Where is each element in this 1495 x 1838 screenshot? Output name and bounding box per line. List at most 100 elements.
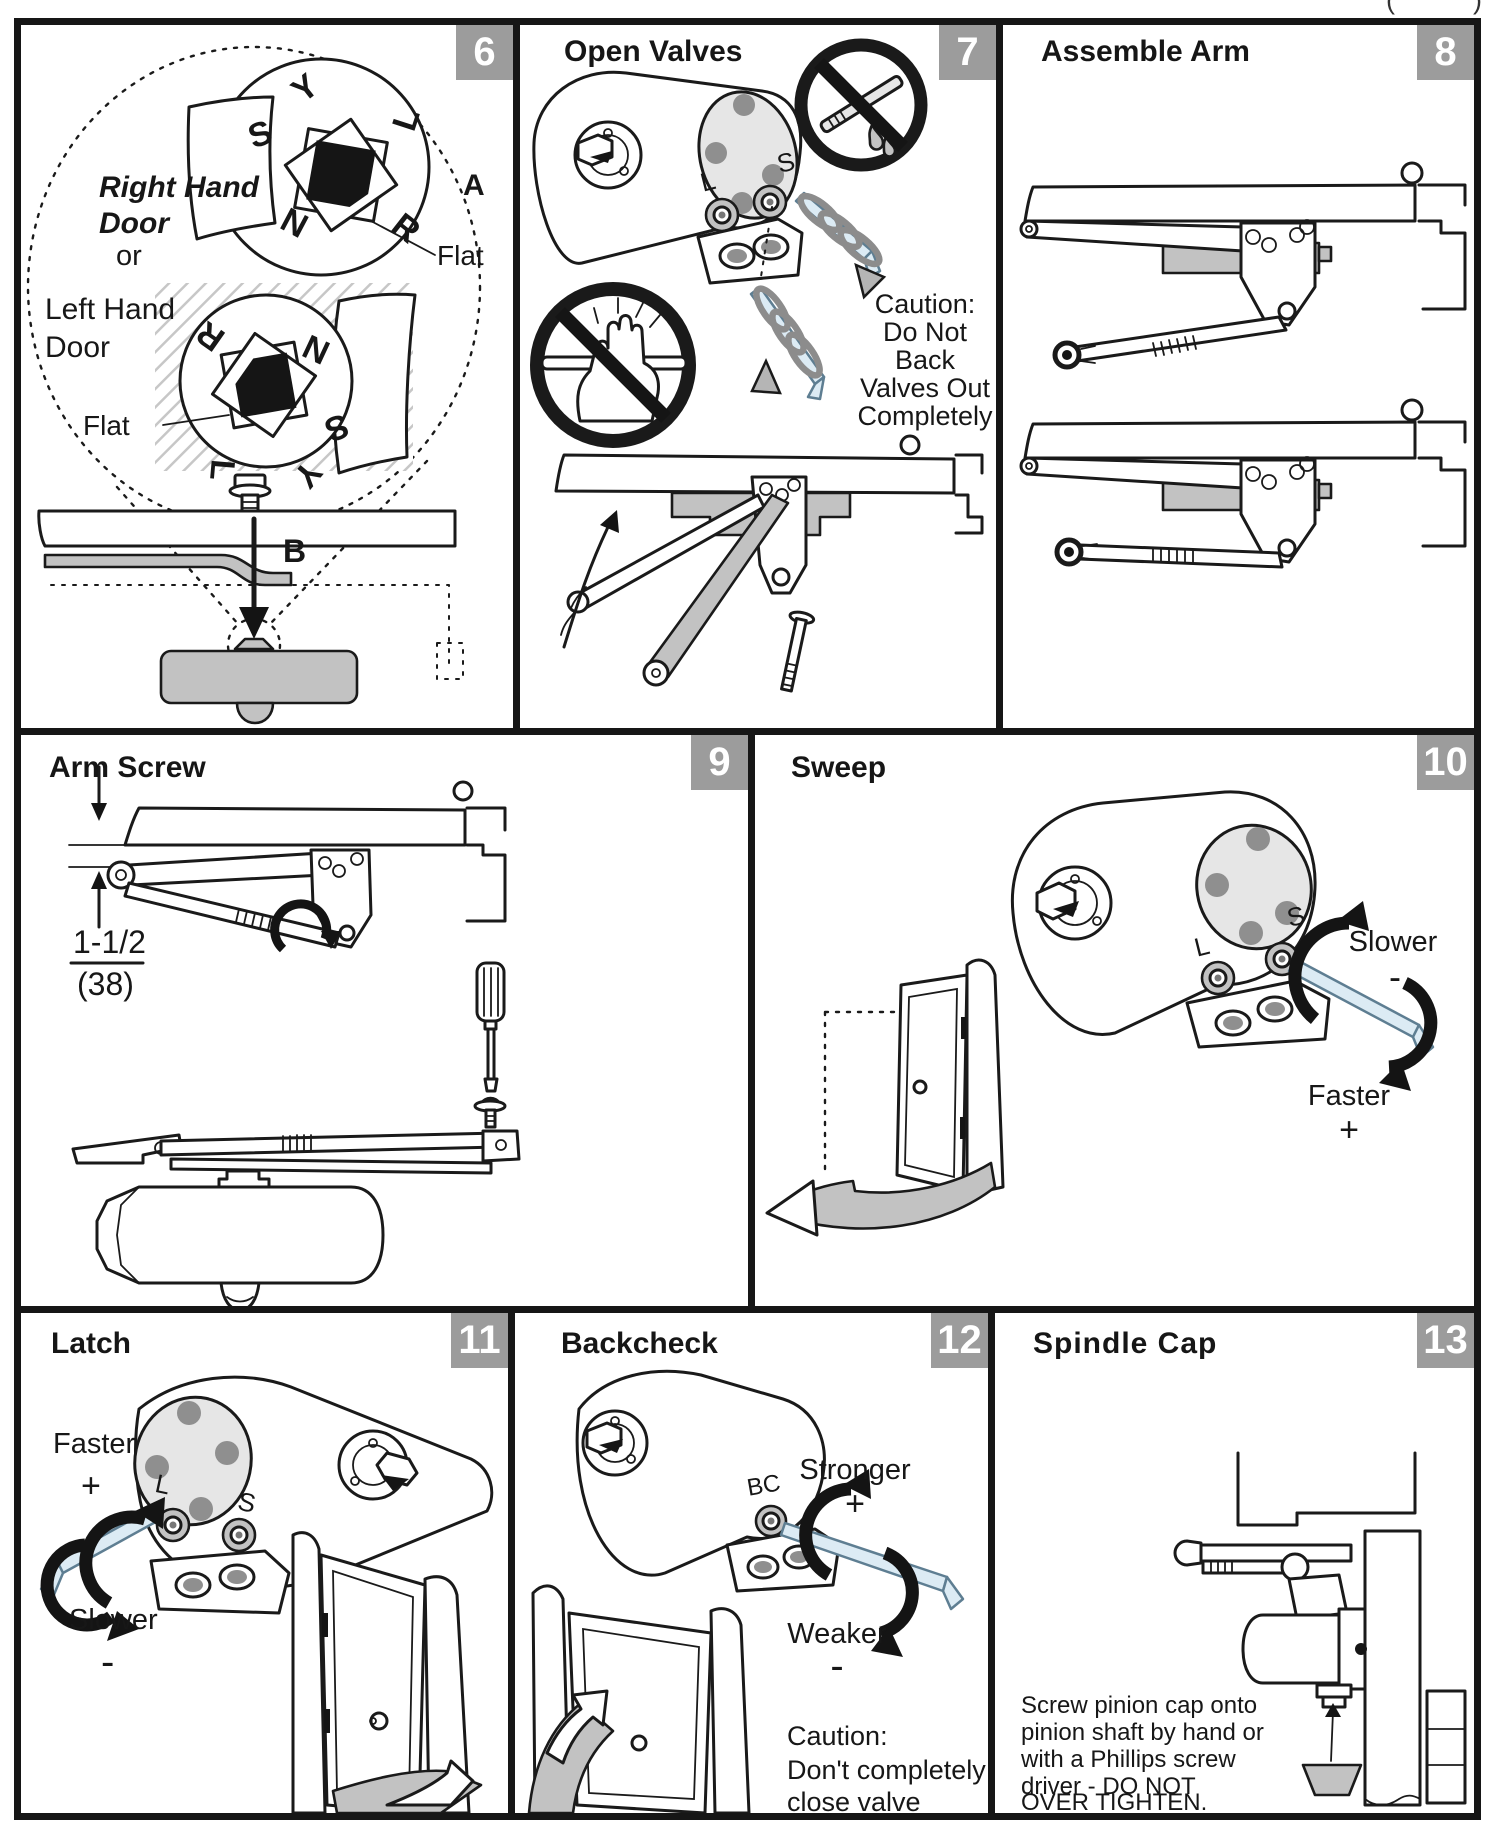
spindle-nub (233, 637, 275, 651)
frame-mount-diagram (37, 473, 464, 725)
valve-label-l: L (1191, 930, 1212, 963)
sweep-arrowhead (545, 1689, 609, 1765)
forearm (1077, 543, 1284, 569)
door-knob (630, 1734, 648, 1752)
left-hand-label-2: Door (45, 331, 110, 364)
hex-key-icon (749, 285, 826, 401)
sweep-arrowhead (765, 1179, 819, 1237)
caution-line: Back (895, 345, 956, 375)
turn-arrow-ccw (799, 1482, 852, 1581)
caution-line: Completely (857, 401, 993, 431)
faster-label: Faster (53, 1428, 136, 1460)
wall (965, 958, 1005, 1197)
right-hand-label-2: Door (99, 207, 171, 240)
note-line: with a Phillips screw (1020, 1746, 1236, 1773)
faster-label: Faster (1308, 1080, 1391, 1112)
wall (709, 1607, 751, 1813)
turn-arrow-ccw (79, 1510, 147, 1609)
step-panel-9: Arm Screw 1-1/2 (38) (14, 728, 755, 1313)
panel-title: Backcheck (561, 1327, 718, 1360)
valve-label-bc: BC (745, 1469, 783, 1501)
valve-label-l: L (153, 1468, 173, 1500)
door-knob (912, 1079, 928, 1095)
swing-arrow (562, 525, 610, 649)
step-panel-11: Latch L S (14, 1306, 515, 1820)
dimension-inches: 1-1/2 (73, 924, 146, 960)
frame-rail (37, 509, 457, 548)
door-illustration (527, 1584, 751, 1813)
slower-label: Slower (1349, 926, 1438, 958)
frame-rail (554, 453, 956, 495)
forearm (1073, 315, 1288, 363)
spindle-flat-square (235, 352, 297, 418)
callout-a: A (463, 169, 485, 202)
closer-body (159, 649, 359, 705)
turn-arrow-cw (40, 1538, 115, 1632)
stronger-sign: + (845, 1485, 865, 1523)
handing-diagram: Y L S N R Right Hand Door or A Flat (26, 45, 485, 725)
faster-sign: + (81, 1467, 101, 1505)
door-closer-illustration: L S (1010, 790, 1331, 1049)
step-panel-13: Spindle Cap (988, 1306, 1481, 1820)
frame-and-closer-side-view (1173, 1451, 1467, 1807)
arm-elbow (481, 1129, 521, 1163)
step-badge-11: 11 (451, 1313, 508, 1368)
slower-sign: - (1389, 956, 1401, 997)
frame-rail (1023, 420, 1417, 460)
slower-sign: - (101, 1640, 114, 1684)
caution-line: Caution: (787, 1721, 888, 1751)
frame-rail (123, 806, 467, 847)
callout-b: B (283, 533, 306, 569)
no-hand-prohibition-icon (530, 282, 696, 448)
forearm (159, 1131, 501, 1157)
step-panel-6: Y L S N R Right Hand Door or A Flat (14, 18, 520, 735)
right-hand-label: Right Hand (99, 171, 260, 204)
panel-title: Spindle Cap (1033, 1327, 1218, 1360)
panel-title: Assemble Arm (1041, 35, 1250, 68)
weaker-label: Weaker (787, 1618, 887, 1650)
caution-line: Don't completely (787, 1755, 986, 1785)
latch-adjust-diagram: L S Faster + Slower - (39, 1375, 494, 1813)
arm-rod (1201, 1559, 1287, 1575)
note-line: OVER TIGHTEN. (1021, 1789, 1207, 1813)
instruction-note: Screw pinion cap onto pinion shaft by ha… (1020, 1692, 1264, 1813)
page-corner-fragment: ( ) (1386, 0, 1484, 15)
door-illustration (765, 958, 1005, 1237)
step-panel-10: Sweep L S (748, 728, 1481, 1313)
caution-note: Caution: Do Not Back Valves Out Complete… (857, 289, 993, 431)
slower-label: Slower (69, 1604, 158, 1636)
valve-label-s: S (235, 1486, 258, 1519)
arm-assembly-bottom (1019, 398, 1467, 569)
wall (291, 1531, 327, 1813)
arm-shoe (71, 1133, 183, 1165)
sweep-adjust-diagram: L S Slower - Faster + (765, 790, 1438, 1237)
panel-title: Open Valves (564, 35, 743, 68)
closer-body (95, 1185, 385, 1285)
step-panel-8: Assemble Arm (996, 18, 1481, 735)
flat-label-right: Flat (437, 240, 484, 271)
flat-label-left: Flat (83, 410, 130, 441)
turn-arrow-cw (879, 1546, 919, 1640)
door-edge (1425, 1689, 1467, 1805)
pinion-cap (1301, 1763, 1363, 1797)
closer-end-view (1241, 1613, 1341, 1685)
arm-mount (217, 1169, 271, 1189)
frame-rail (1023, 183, 1417, 223)
step-badge-6: 6 (456, 25, 513, 80)
step-badge-7: 7 (939, 25, 996, 80)
panel-title: Arm Screw (49, 751, 206, 784)
main-arm (1025, 219, 1245, 253)
step-badge-8: 8 (1417, 25, 1474, 80)
panel-title: Latch (51, 1327, 132, 1360)
arm-elbow (1280, 1552, 1310, 1582)
rotation-arrow (270, 899, 332, 953)
main-arm (169, 1157, 493, 1175)
step-badge-9: 9 (691, 735, 748, 790)
dimension-callout: 1-1/2 (38) (68, 765, 146, 1002)
door-closer-illustration: L S (133, 1375, 494, 1615)
step-badge-12: 12 (931, 1313, 988, 1368)
left-hand-spindle-diagram: R N S Y L (155, 283, 417, 495)
turn-coil-arrow (753, 285, 823, 379)
arm-swing-diagram (554, 434, 984, 693)
